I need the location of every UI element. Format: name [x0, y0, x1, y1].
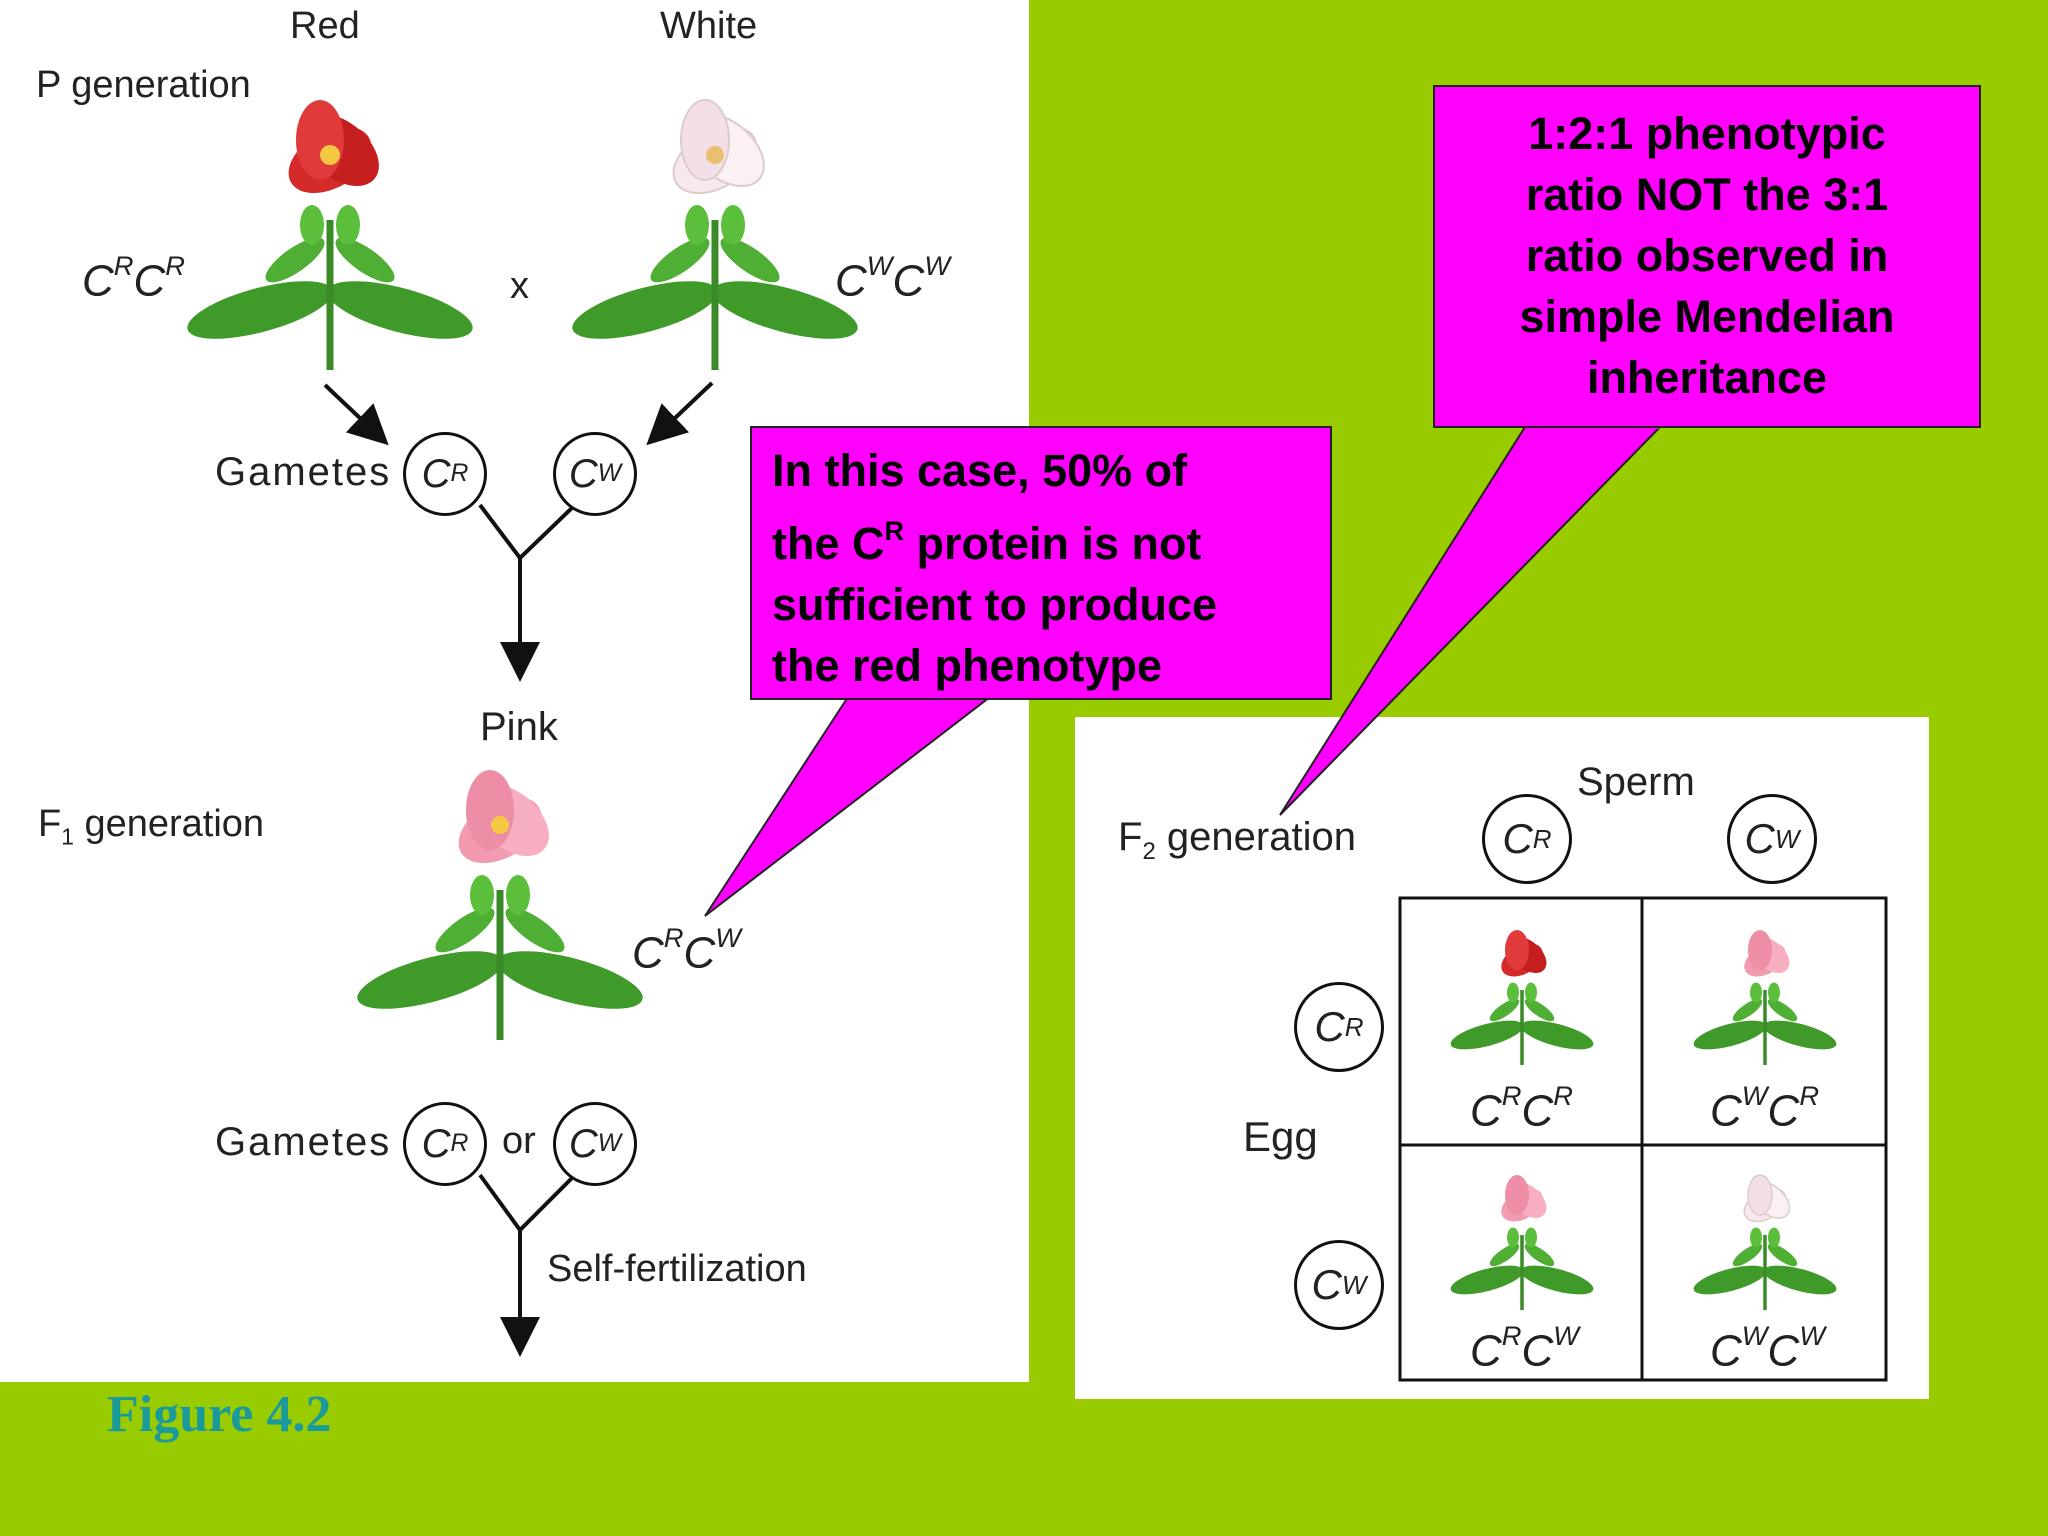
case-callout-line3: sufficient to produce — [772, 578, 1218, 630]
cell-wr-genotype: CWCR — [1710, 1080, 1820, 1136]
cell-rr-genotype: CRCR — [1470, 1080, 1573, 1136]
parent1-genotype: CRCR — [82, 250, 185, 306]
pink-label: Pink — [480, 705, 558, 749]
white-plant — [567, 99, 863, 370]
f1-genotype: CRCW — [632, 922, 742, 978]
f1-generation-label: F1 generation — [38, 803, 265, 850]
ratio-callout-line3: ratio observed in — [1525, 230, 1889, 281]
figure-label: Figure 4.2 — [107, 1386, 332, 1443]
pink-plant — [352, 770, 648, 1040]
p-generation-label: P generation — [36, 64, 251, 106]
ratio-callout-line4: simple Mendelian — [1519, 291, 1895, 342]
f2-generation-label: F2 generation — [1118, 815, 1356, 865]
egg-label: Egg — [1243, 1113, 1318, 1160]
ratio-callout-line2: ratio NOT the 3:1 — [1525, 169, 1889, 220]
gametes2-label: Gametes — [215, 1120, 392, 1164]
or-label: or — [502, 1120, 536, 1162]
sperm-label: Sperm — [1577, 760, 1695, 804]
self-fertilization-label: Self-fertilization — [547, 1248, 807, 1290]
case-callout-line1: In this case, 50% of — [772, 445, 1188, 496]
cell-ww-genotype: CWCW — [1710, 1320, 1826, 1376]
ratio-callout-line1: 1:2:1 phenotypic — [1528, 108, 1886, 159]
cross-symbol: x — [510, 265, 529, 307]
red-label: Red — [290, 5, 360, 47]
cell-rw-genotype: CRCW — [1470, 1320, 1580, 1376]
case-callout: In this case, 50% of the CR protein is n… — [750, 426, 1332, 700]
case-callout-line4: the red phenotype — [772, 639, 1163, 691]
gametes-label: Gametes — [215, 450, 392, 494]
ratio-callout-line5: inheritance — [1586, 352, 1828, 403]
parent2-genotype: CWCW — [835, 250, 951, 306]
case-callout-line2: the CR protein is not — [772, 516, 1202, 569]
white-label: White — [660, 5, 758, 47]
ratio-callout: 1:2:1 phenotypic ratio NOT the 3:1 ratio… — [1433, 85, 1981, 428]
red-plant — [182, 100, 478, 370]
red-flower-petals — [288, 100, 379, 194]
